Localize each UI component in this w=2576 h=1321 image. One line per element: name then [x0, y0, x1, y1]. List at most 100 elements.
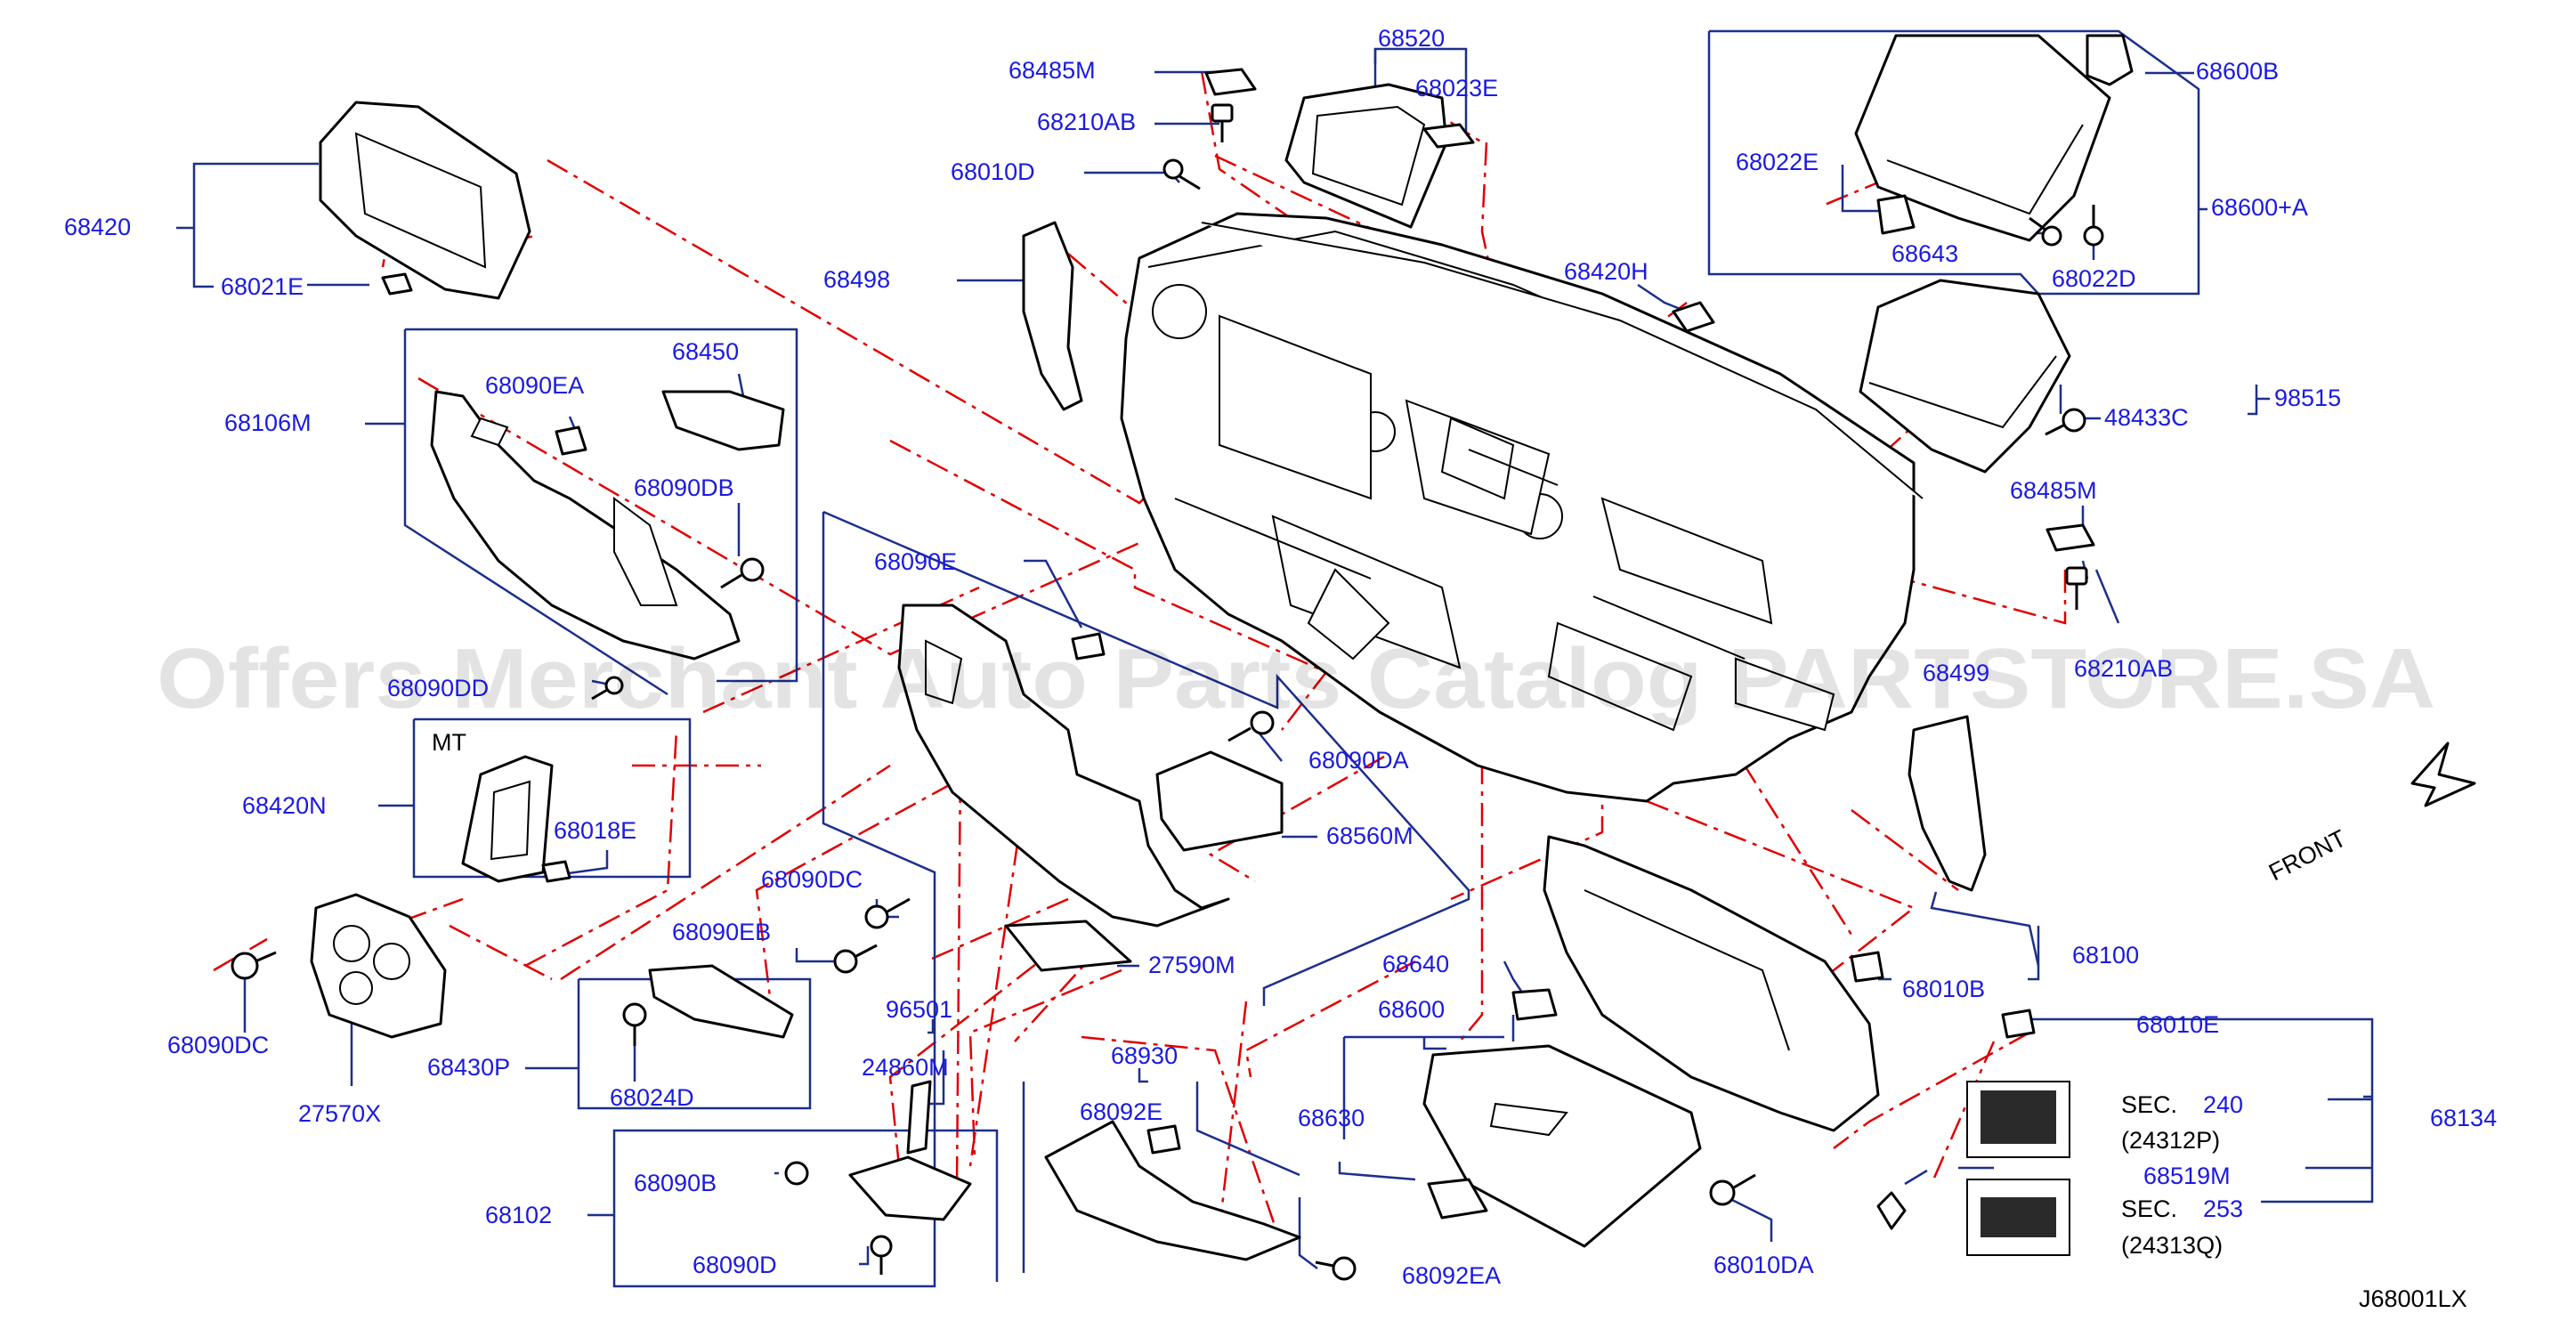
- label-98515: 98515: [2274, 385, 2341, 411]
- label-68640: 68640: [1382, 951, 1449, 977]
- part-68021E-clip: [381, 272, 413, 296]
- label-68010E: 68010E: [2136, 1011, 2219, 1038]
- label-68600A: 68600+A: [2211, 194, 2308, 221]
- part-68090DC-screw-upper: [864, 897, 911, 929]
- part-68630-latch: [1427, 1178, 1488, 1220]
- part-98515-airbag-cover: [1859, 279, 2071, 474]
- label-front: FRONT: [2264, 824, 2350, 886]
- diagram-code: J68001LX: [2359, 1285, 2467, 1312]
- label-68520: 68520: [1378, 25, 1445, 52]
- part-68010DA-screw-lower: [1709, 1173, 1756, 1206]
- part-68485M-clip-top: [1204, 68, 1257, 96]
- part-68420-meter-hood: [319, 101, 531, 300]
- part-68134-label-240: [1966, 1081, 2070, 1158]
- label-68630: 68630: [1298, 1105, 1365, 1131]
- part-68643-screw: [2029, 216, 2062, 247]
- label-sec-253-ref: (24313Q): [2121, 1232, 2223, 1259]
- label-68022E: 68022E: [1736, 149, 1819, 175]
- part-68420N-shift-surround: [461, 755, 554, 883]
- part-27590M-grille: [1004, 920, 1132, 972]
- part-68022E-clip: [1876, 194, 1916, 235]
- label-68643: 68643: [1891, 240, 1958, 267]
- part-68090D-screw: [870, 1235, 893, 1275]
- part-68430P-bracket: [648, 964, 794, 1039]
- label-68024D: 68024D: [610, 1084, 694, 1111]
- part-68090EA-clip: [555, 425, 587, 456]
- part-68092E-clip: [1146, 1124, 1181, 1155]
- label-68560M: 68560M: [1326, 823, 1414, 849]
- label-68600B: 68600B: [2196, 58, 2279, 85]
- label-68090D: 68090D: [693, 1252, 777, 1278]
- part-68210AB-screw-right: [2065, 566, 2088, 610]
- label-68092EA: 68092EA: [1402, 1262, 1501, 1289]
- part-glove-box-outer: [1543, 835, 1880, 1132]
- part-68106M-lower-cover: [430, 390, 741, 660]
- label-68090EB: 68090EB: [672, 919, 771, 945]
- part-27570X-switch-panel: [310, 893, 447, 1039]
- label-68450: 68450: [672, 338, 739, 365]
- part-68560M-bracket: [1155, 750, 1284, 852]
- part-68022D-screw: [2083, 205, 2104, 247]
- label-68090DC-upper: 68090DC: [761, 866, 863, 893]
- label-48433C: 48433C: [2104, 404, 2189, 431]
- part-68018E-clip: [541, 860, 571, 883]
- part-68498-bracket: [1022, 221, 1083, 411]
- part-68092EA-clip: [1315, 1256, 1357, 1281]
- label-68106M: 68106M: [224, 409, 312, 436]
- label-68134: 68134: [2430, 1105, 2497, 1131]
- part-24860M-harness: [906, 1080, 932, 1155]
- label-68023E: 68023E: [1415, 75, 1498, 101]
- part-68090EB-clip: [833, 944, 878, 974]
- label-sec-253: SEC.: [2121, 1195, 2177, 1222]
- part-68519M-label-253: [1966, 1179, 2070, 1256]
- part-68600B-bracket: [2086, 34, 2134, 86]
- label-68420H: 68420H: [1564, 258, 1648, 285]
- label-68100: 68100: [2072, 942, 2139, 968]
- part-68420H-clip: [1672, 301, 1715, 333]
- label-27590M: 27590M: [1148, 952, 1235, 978]
- label-68021E: 68021E: [221, 273, 304, 300]
- label-68485M-right: 68485M: [2010, 477, 2097, 504]
- part-68485M-clip-right: [2045, 523, 2095, 552]
- part-68090DC-screw-lower: [231, 951, 277, 980]
- part-68930-knee-cover: [1044, 1120, 1301, 1261]
- part-68010B-clip: [1850, 951, 1884, 983]
- part-68090DB-screw: [720, 557, 765, 589]
- label-68092E: 68092E: [1080, 1098, 1162, 1125]
- instrument-panel-assembly: [1120, 212, 1924, 803]
- part-96501-plate: [848, 1155, 972, 1221]
- label-68420N: 68420N: [242, 792, 327, 819]
- label-68930: 68930: [1111, 1042, 1178, 1069]
- part-48433C-screw: [2045, 408, 2086, 436]
- label-68022D: 68022D: [2052, 265, 2136, 292]
- label-68090B: 68090B: [634, 1170, 717, 1196]
- label-68018E: 68018E: [554, 817, 636, 844]
- label-96501: 96501: [886, 996, 952, 1023]
- label-68010D: 68010D: [951, 158, 1035, 185]
- part-center-lower-panel: [897, 604, 1230, 928]
- part-68640-clip: [1511, 988, 1558, 1021]
- label-68090DA-upper: 68090DA: [1308, 747, 1409, 774]
- part-68600A-lid: [1854, 34, 2111, 242]
- part-68210AB-screw-top: [1211, 103, 1234, 142]
- part-68090DA-screw-upper: [1227, 710, 1275, 742]
- part-68600-glove-box: [1422, 1044, 1702, 1248]
- front-arrow-icon: [2410, 742, 2476, 807]
- label-68090EA: 68090EA: [485, 372, 584, 399]
- part-68450-panel: [661, 390, 785, 451]
- label-68600: 68600: [1378, 996, 1445, 1023]
- part-68090B-nut: [784, 1161, 809, 1186]
- assembly-dash-lines: [213, 70, 2067, 1247]
- label-68485M-top: 68485M: [1009, 57, 1096, 84]
- part-68100-side-cover: [1908, 715, 1987, 892]
- part-68010E-clip: [2001, 1009, 2036, 1039]
- label-sec-240-ref: (24312P): [2121, 1127, 2220, 1154]
- label-68499: 68499: [1923, 660, 1989, 686]
- label-68210AB-right: 68210AB: [2074, 655, 2173, 682]
- label-68498: 68498: [823, 266, 890, 293]
- part-68090E-clip: [1071, 632, 1106, 660]
- label-68090DD: 68090DD: [387, 675, 489, 701]
- part-68023E-clip: [1422, 123, 1475, 149]
